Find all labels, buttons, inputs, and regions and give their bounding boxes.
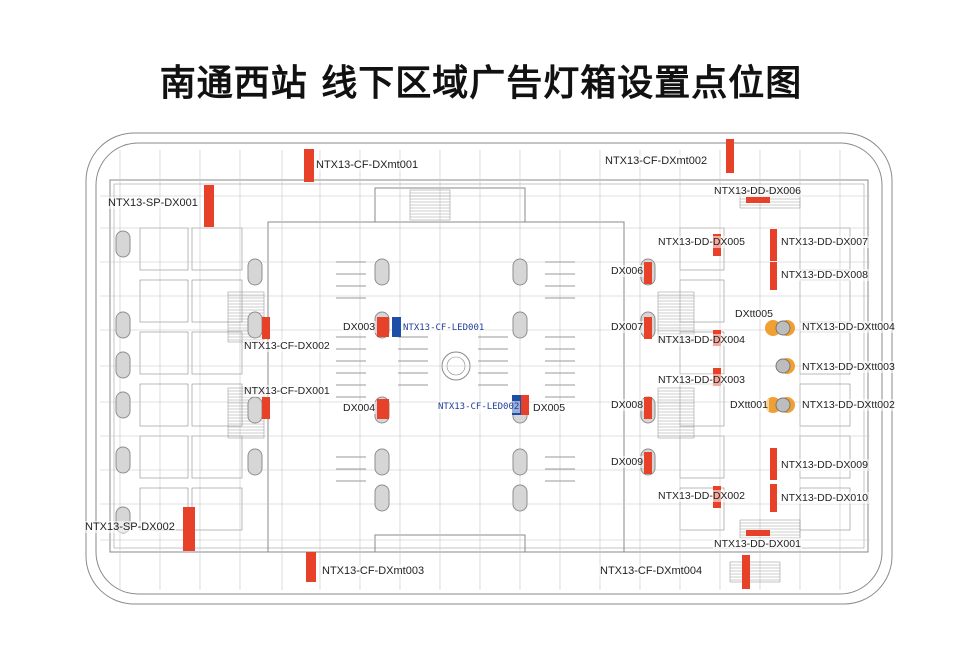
- label-dd004: NTX13-DD-DX004: [657, 334, 746, 346]
- left-room: [191, 383, 243, 427]
- marker-sp001: [204, 185, 214, 227]
- column: [374, 484, 390, 512]
- marker-dd009: [770, 448, 777, 480]
- right-room: [799, 227, 851, 271]
- column: [247, 448, 263, 476]
- label-dd008: NTX13-DD-DX008: [780, 269, 869, 281]
- column: [247, 396, 263, 424]
- bottom-entry: [374, 534, 526, 553]
- marker-dd007: [770, 229, 777, 261]
- ad-markers: [183, 139, 795, 589]
- marker-dd010: [770, 484, 777, 512]
- column: [115, 351, 131, 379]
- marker-mt004: [742, 555, 750, 589]
- right-room: [679, 383, 725, 427]
- left-room: [139, 331, 189, 375]
- marker-dx003: [377, 317, 389, 337]
- left-room: [191, 487, 243, 531]
- label-cf001: NTX13-CF-DX001: [243, 385, 331, 397]
- label-dd003: NTX13-DD-DX003: [657, 374, 746, 386]
- stair-right-lower: [657, 387, 695, 439]
- structural-grid: [100, 150, 870, 590]
- seating-rows: [336, 261, 575, 482]
- label-dx005: DX005: [532, 402, 567, 414]
- label-sp001: NTX13-SP-DX001: [107, 197, 199, 209]
- column: [115, 230, 131, 258]
- label-dxtt001: DXtt001: [729, 399, 769, 411]
- label-dx004: DX004: [342, 402, 377, 414]
- label-led002: NTX13-CF-LED002: [437, 401, 521, 413]
- column: [512, 448, 528, 476]
- marker-cf001: [262, 397, 270, 419]
- marker-cf002: [262, 317, 270, 339]
- marker-dx009: [644, 452, 652, 474]
- column: [374, 258, 390, 286]
- label-dd006: NTX13-DD-DX006: [713, 185, 802, 197]
- label-mt002: NTX13-CF-DXmt002: [604, 155, 709, 167]
- label-mt003: NTX13-CF-DXmt003: [321, 565, 426, 577]
- left-room: [139, 279, 189, 323]
- label-dd009: NTX13-DD-DX009: [780, 459, 869, 471]
- column: [512, 258, 528, 286]
- marker-dx006: [644, 262, 652, 284]
- label-led001: NTX13-CF-LED001: [402, 322, 486, 334]
- marker-round-center: [775, 320, 791, 336]
- column: [115, 446, 131, 474]
- page-title: 南通西站 线下区域广告灯箱设置点位图: [159, 63, 803, 104]
- marker-mt002: [726, 139, 734, 173]
- label-dx003: DX003: [342, 321, 377, 333]
- label-dxtt005: DXtt005: [734, 308, 774, 320]
- column: [374, 448, 390, 476]
- marker-led001: [392, 317, 401, 337]
- marker-sp002: [183, 507, 195, 551]
- right-room: [799, 279, 851, 323]
- left-room: [139, 383, 189, 427]
- label-dd001: NTX13-DD-DX001: [713, 538, 802, 550]
- label-cf002: NTX13-CF-DX002: [243, 340, 331, 352]
- label-dx008: DX008: [610, 399, 645, 411]
- left-room: [139, 227, 189, 271]
- left-room: [191, 227, 243, 271]
- column: [115, 311, 131, 339]
- column: [115, 391, 131, 419]
- label-sp002: NTX13-SP-DX002: [84, 521, 176, 533]
- marker-dx008: [644, 397, 652, 419]
- label-dd002: NTX13-DD-DX002: [657, 490, 746, 502]
- marker-mt003: [306, 552, 316, 582]
- escalator-bottom: [729, 561, 781, 583]
- label-ddtt002: NTX13-DD-DXtt002: [801, 399, 896, 411]
- marker-dx004: [377, 399, 389, 419]
- column: [512, 484, 528, 512]
- label-ddtt004: NTX13-DD-DXtt004: [801, 321, 896, 333]
- label-dx007: DX007: [610, 321, 645, 333]
- label-dx009: DX009: [610, 456, 645, 468]
- marker-round-center: [775, 358, 791, 374]
- left-room: [191, 435, 243, 479]
- label-dx006: DX006: [610, 265, 645, 277]
- marker-dx005: [521, 395, 529, 415]
- marker-dd008: [770, 262, 777, 290]
- marker-dd006: [746, 197, 770, 203]
- label-mt001: NTX13-CF-DXmt001: [315, 159, 420, 171]
- label-dd007: NTX13-DD-DX007: [780, 236, 869, 248]
- marker-mt001: [304, 149, 314, 182]
- right-room: [799, 435, 851, 479]
- column: [512, 311, 528, 339]
- left-room: [191, 331, 243, 375]
- label-dd010: NTX13-DD-DX010: [780, 492, 869, 504]
- marker-round-center: [775, 397, 791, 413]
- marker-dd001: [746, 530, 770, 536]
- label-dd005: NTX13-DD-DX005: [657, 236, 746, 248]
- label-ddtt003: NTX13-DD-DXtt003: [801, 361, 896, 373]
- right-room: [679, 435, 725, 479]
- column: [247, 258, 263, 286]
- left-room: [139, 435, 189, 479]
- column: [247, 311, 263, 339]
- marker-dx007: [644, 317, 652, 339]
- top-entry: [374, 187, 526, 223]
- label-mt004: NTX13-CF-DXmt004: [599, 565, 704, 577]
